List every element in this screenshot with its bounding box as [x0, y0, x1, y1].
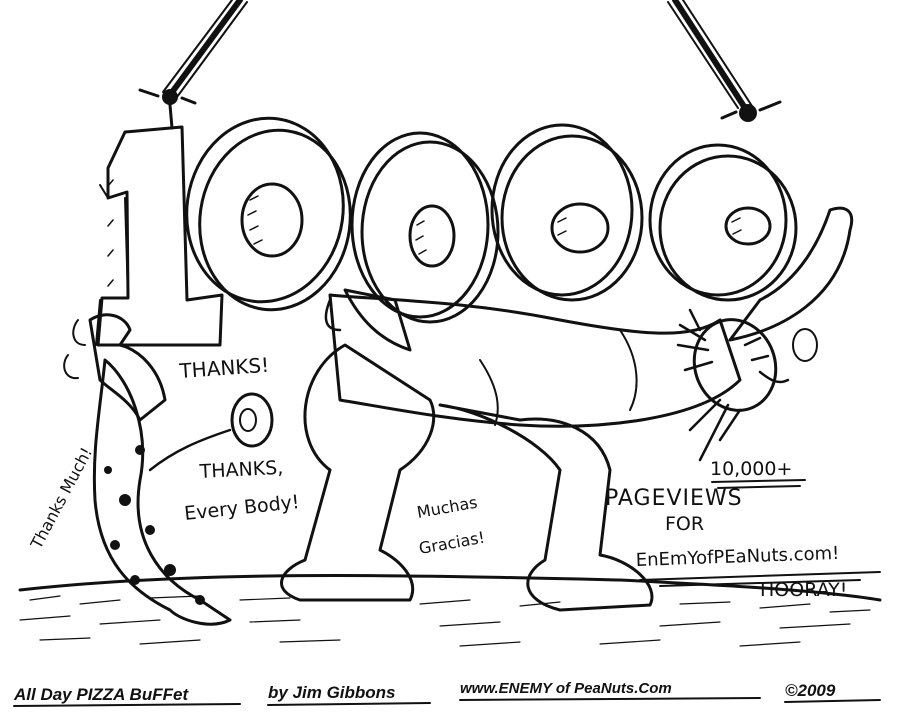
speech-thanks-everybody-line1: THANKS, — [198, 457, 284, 483]
announcement-line5: HOORAY! — [760, 579, 847, 601]
speech-thanks-everybody-line2: Every Body! — [183, 491, 300, 525]
footer-author: by Jim Gibbons — [268, 683, 396, 702]
zero-3 — [490, 123, 644, 302]
speech-thanks-much: Thanks Much! — [26, 444, 96, 553]
footer-copyright: ©2009 — [785, 681, 836, 700]
announcement-line4: EnEmYofPEaNuts.com! — [635, 543, 839, 571]
zero-2 — [350, 131, 500, 324]
announcement-line2: PAGEVIEWS — [605, 486, 743, 511]
announcement-line3: FOR — [665, 513, 704, 535]
snake-figure — [63, 313, 274, 626]
big-number-sign — [95, 116, 798, 347]
speech-thanks: THANKS! — [178, 353, 270, 383]
announcement-line1: 10,000+ — [710, 458, 792, 480]
speech-muchas-line1: Muchas — [415, 493, 478, 522]
digit-one — [96, 125, 224, 347]
zero-1 — [185, 116, 352, 312]
footer-website: www.ENEMY of PeaNuts.Com — [460, 680, 672, 697]
footer-title: All Day PIZZA BuFFet — [13, 685, 189, 704]
speech-muchas-line2: Gracias! — [417, 528, 486, 558]
ground — [18, 574, 882, 647]
rope-right — [667, 0, 782, 122]
rope-left — [138, 0, 248, 130]
zero-4 — [648, 143, 798, 302]
strongman-figure — [280, 206, 854, 612]
